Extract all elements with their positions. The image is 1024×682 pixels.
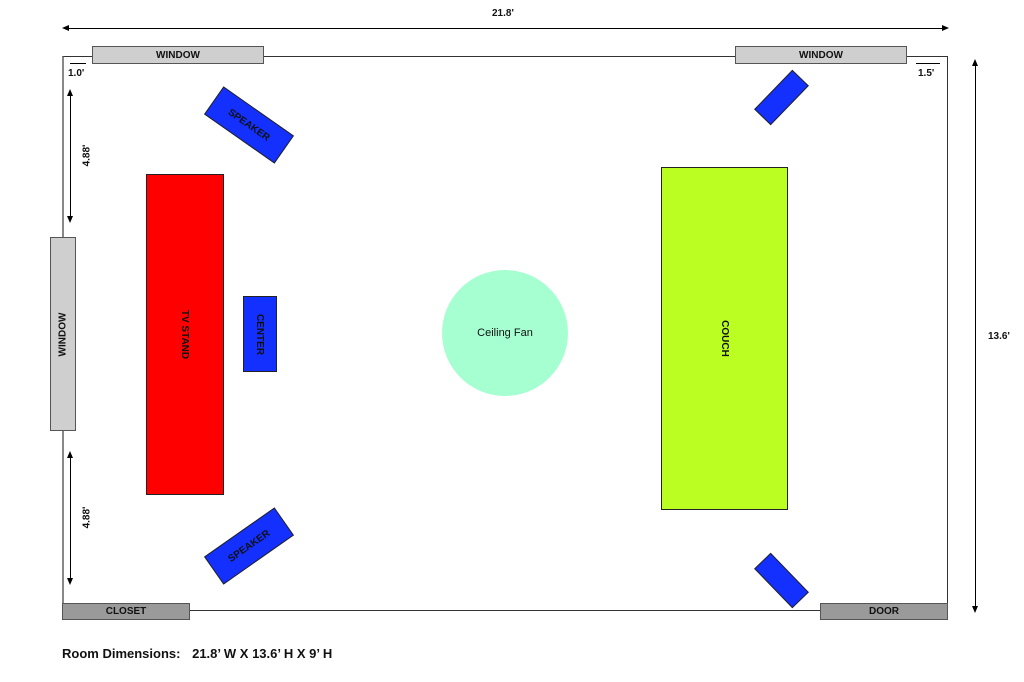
ceiling-fan: Ceiling Fan <box>442 270 568 396</box>
arrow-down-icon <box>67 216 73 223</box>
arrow-down-icon <box>67 578 73 585</box>
window-top-left: WINDOW <box>92 46 264 64</box>
left-offset-label: 1.0' <box>68 68 85 79</box>
window-left: WINDOW <box>50 237 76 431</box>
right-offset-line <box>916 63 940 64</box>
arrow-up-icon <box>67 89 73 96</box>
upper-gap-label: 4.88' <box>81 144 93 167</box>
width-label: 21.8' <box>492 8 514 19</box>
window-top-right: WINDOW <box>735 46 907 64</box>
tv-stand: TV STAND <box>146 174 224 495</box>
left-offset-line <box>70 63 86 64</box>
footer-value: 21.8’ W X 13.6’ H X 9’ H <box>192 646 333 661</box>
door: DOOR <box>820 603 948 620</box>
couch-label: COUCH <box>718 320 730 357</box>
ceiling-fan-label: Ceiling Fan <box>477 327 533 339</box>
window-left-label: WINDOW <box>57 312 69 356</box>
lower-gap-line <box>70 456 71 580</box>
arrow-down-icon <box>972 606 978 613</box>
arrow-up-icon <box>67 451 73 458</box>
tv-stand-label: TV STAND <box>179 309 191 360</box>
lower-gap-label: 4.88' <box>81 506 93 529</box>
arrow-left-icon <box>62 25 69 31</box>
arrow-up-icon <box>972 59 978 66</box>
arrow-right-icon <box>942 25 949 31</box>
right-offset-label: 1.5' <box>918 68 935 79</box>
center-speaker: CENTER <box>243 296 277 372</box>
center-label: CENTER <box>254 313 266 355</box>
height-dimension-line <box>975 64 976 609</box>
height-label: 13.6' <box>988 331 1010 342</box>
footer-label: Room Dimensions: <box>62 646 181 661</box>
room-dimensions-footer: Room Dimensions: 21.8’ W X 13.6’ H X 9’ … <box>62 646 332 661</box>
couch: COUCH <box>661 167 788 510</box>
upper-gap-line <box>70 94 71 218</box>
width-dimension-line <box>66 28 944 29</box>
closet: CLOSET <box>62 603 190 620</box>
